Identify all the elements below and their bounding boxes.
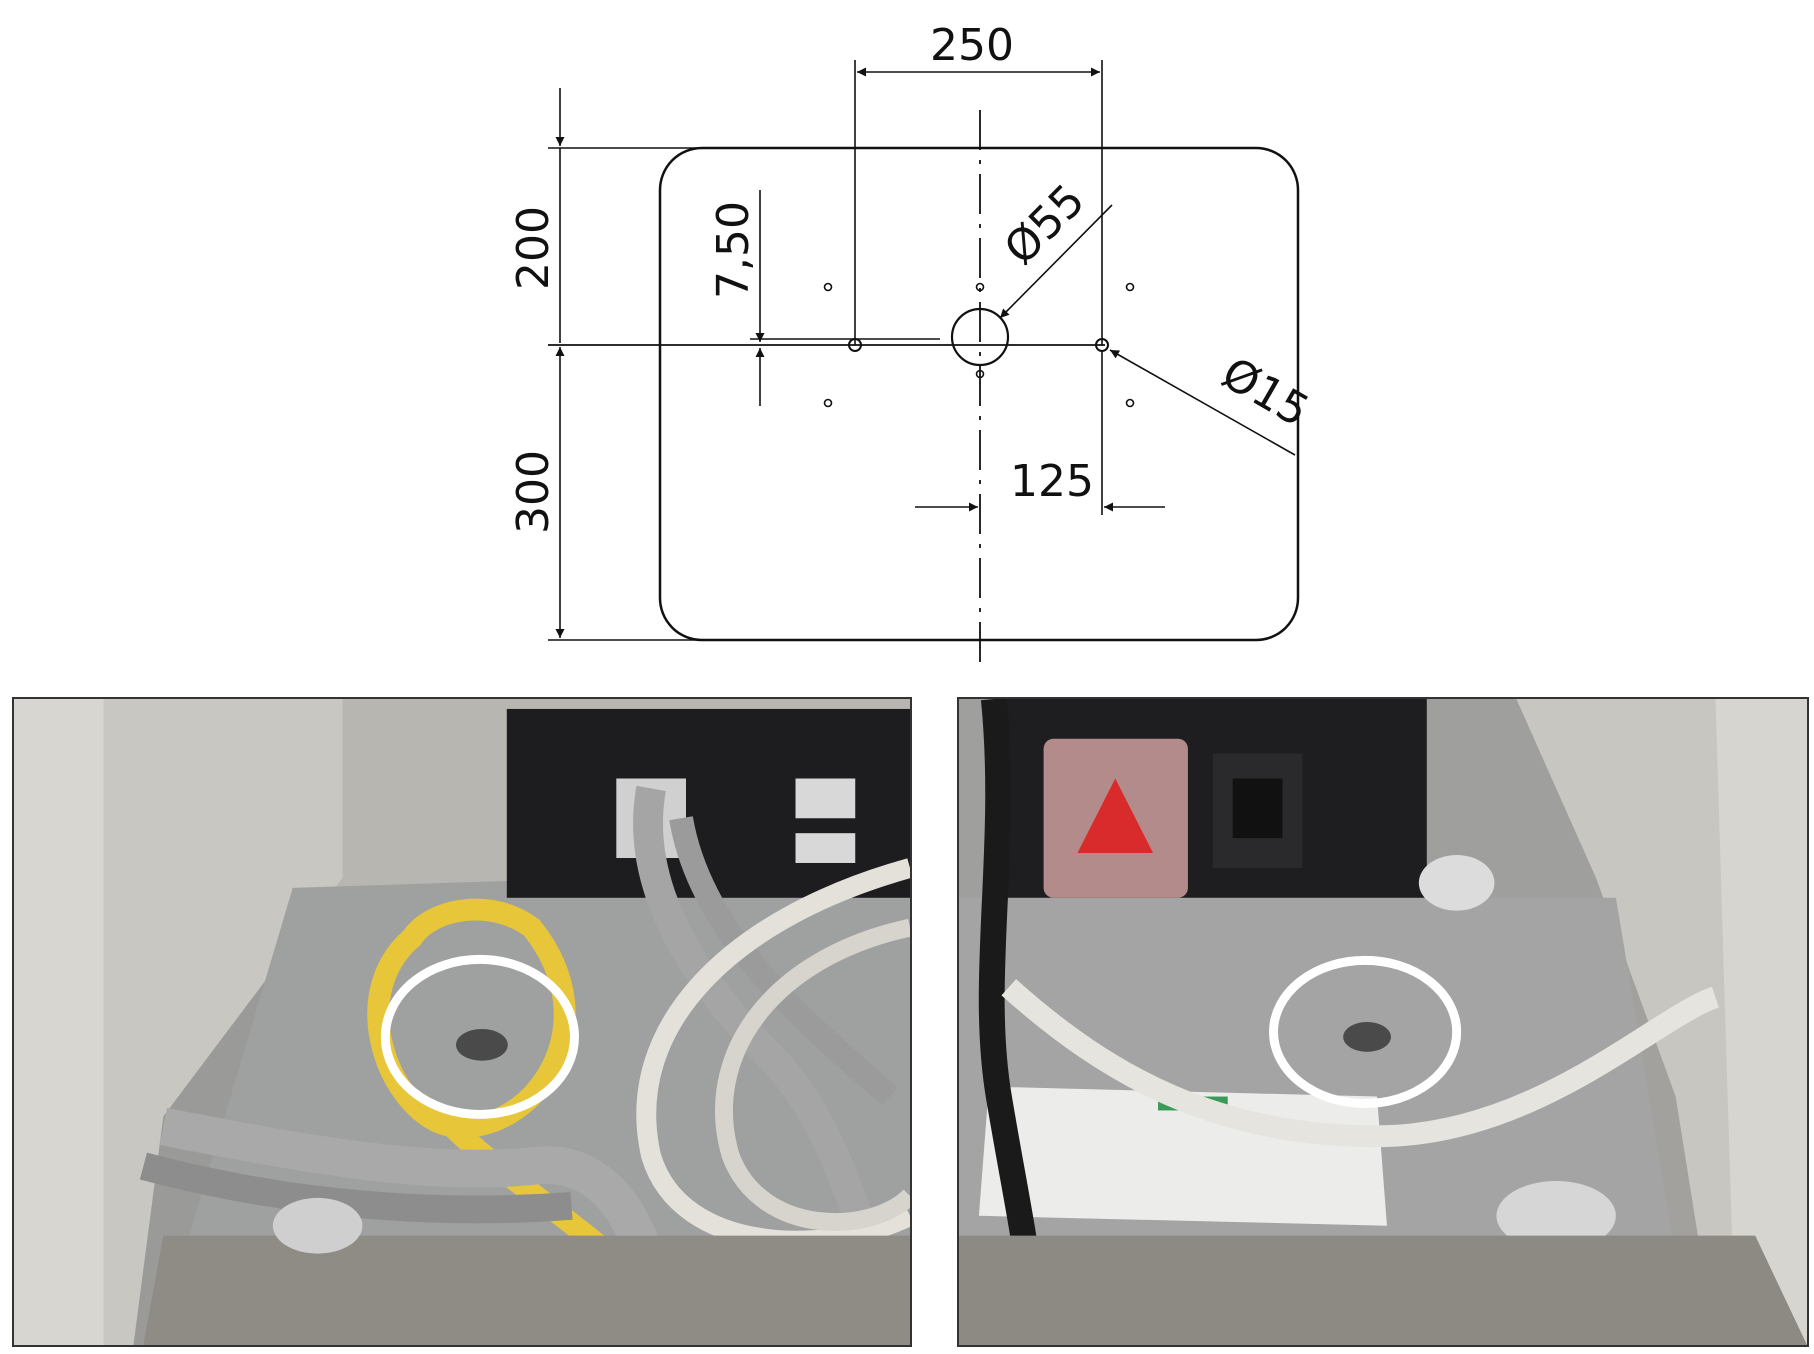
small-hole (1125, 398, 1135, 408)
leader-55 (999, 204, 1113, 319)
photo-right-power-box (957, 697, 1809, 1347)
dim-label-125: 125 (1010, 456, 1094, 507)
front-lip (959, 1235, 1807, 1345)
hole-highlight-circle (1269, 955, 1462, 1108)
cable-hole (456, 1028, 508, 1061)
dim-label-300: 300 (508, 450, 559, 534)
bolt (1418, 855, 1495, 911)
plate-outline (658, 146, 1300, 642)
white-cable (1001, 979, 1720, 1148)
hole-highlight-circle (380, 954, 579, 1119)
dim-label-200: 200 (508, 206, 559, 290)
ground-bolt (1496, 1181, 1616, 1251)
dim-label-7-50: 7,50 (708, 201, 759, 299)
dim-label-250: 250 (930, 20, 1014, 71)
small-hole (975, 369, 985, 379)
dim-label-15: Ø15 (1213, 348, 1317, 437)
small-hole (823, 282, 833, 292)
warning-icon (1077, 778, 1154, 854)
cable-hole (1343, 1022, 1391, 1052)
small-hole (1125, 282, 1135, 292)
hole-15-left (848, 338, 862, 352)
small-hole (975, 282, 985, 292)
mounting-plate-drawing: 250 200 300 7,50 Ø55 Ø15 125 (508, 20, 1317, 665)
center-hole-55 (950, 307, 1010, 367)
small-hole (823, 398, 833, 408)
front-lip (143, 1235, 910, 1345)
dim-label-55: Ø55 (995, 175, 1095, 275)
leader-15 (1109, 349, 1296, 456)
photo-left-cable-box (12, 697, 912, 1347)
